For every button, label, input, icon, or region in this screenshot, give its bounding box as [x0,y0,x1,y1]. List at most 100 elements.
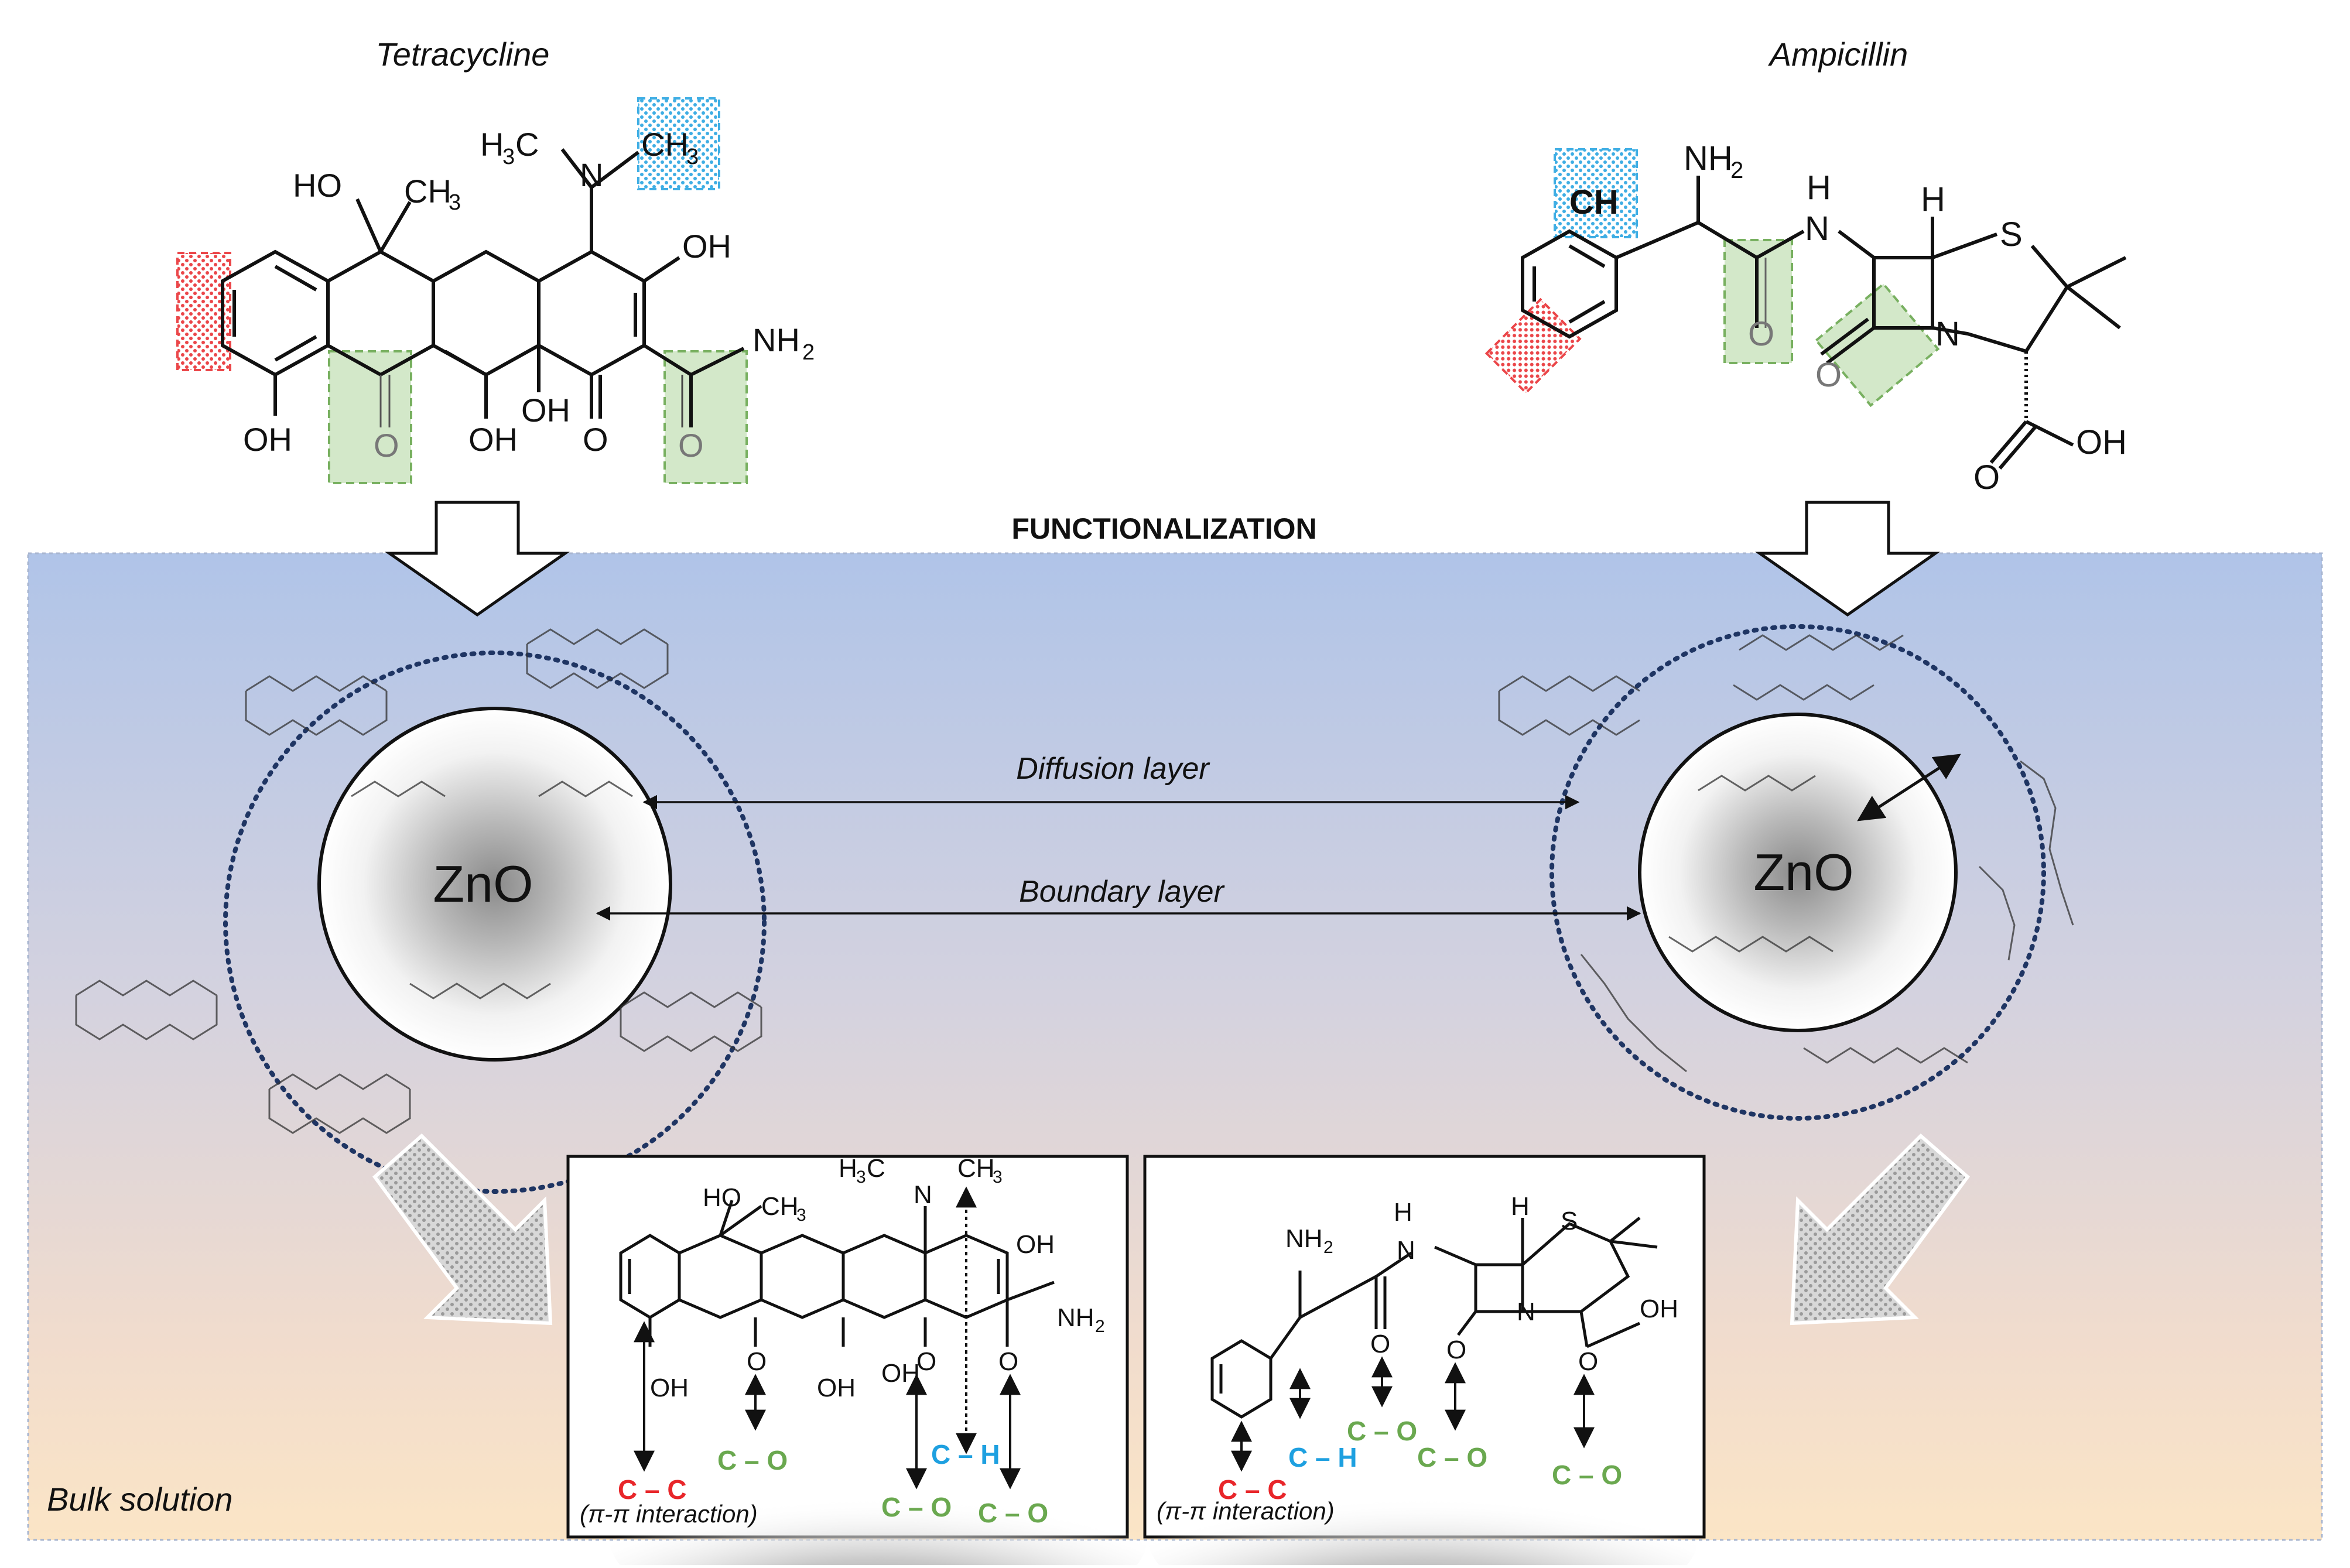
atom-label: OH [650,1374,689,1402]
atom-label: OH [1016,1230,1055,1259]
atom-label: N [1517,1297,1535,1326]
atom-label: CH [404,173,451,210]
atom-label: CH [1569,183,1619,221]
red-highlight-box [1484,297,1582,395]
atom-label: OH [682,228,731,265]
green-highlight-box [663,350,748,484]
tetracycline-structure [176,97,748,484]
cc-interaction-label: C – C [618,1474,687,1505]
co-interaction-label: C – O [1347,1416,1417,1446]
blue-highlight-box [1554,148,1638,238]
diffusion-arrow-small [1857,754,1961,821]
atom-label: HO [703,1183,741,1212]
atom-label: OH [1640,1295,1678,1323]
atom-subscript: 3 [856,1168,866,1187]
atom-label: O [916,1347,936,1376]
blue-highlight-box [637,97,720,190]
atom-subscript: 2 [1323,1238,1333,1257]
atom-label: O [583,421,608,458]
zno-particle-left [317,707,672,1062]
atom-label: O [747,1347,767,1376]
ch-interaction-label: C – H [1288,1442,1357,1473]
zno-label-right: ZnO [1753,843,1853,901]
green-highlight-box [328,350,412,484]
co-interaction-label: C – O [1417,1442,1487,1473]
ch-interaction-label: C – H [931,1439,1000,1470]
atom-label: H [1394,1198,1412,1227]
atom-label: H [480,126,504,163]
atom-label: OH [243,421,292,458]
atom-label: S [2000,215,2023,254]
atom-label: NH [1057,1303,1094,1332]
atom-label: NH [752,321,800,358]
atom-label: S [1561,1207,1578,1235]
atom-subscript: 3 [686,145,699,169]
tetracycline-title: Tetracycline [376,36,550,73]
atom-label: NH [1285,1224,1323,1253]
atom-label: O [1748,315,1774,353]
atom-label: O [1578,1347,1598,1376]
grey-arrow-left [372,1133,553,1326]
atom-subscript: 3 [796,1206,806,1225]
atom-label: OH [881,1359,920,1388]
diffusion-layer-label: Diffusion layer [1016,752,1210,786]
atom-subscript: 3 [502,145,515,169]
atom-label: O [1973,458,2000,497]
atom-label: N [914,1180,932,1209]
atom-label: C [867,1154,885,1183]
pi-interaction-label: (π-π interaction) [580,1500,758,1528]
functionalization-label: FUNCTIONALIZATION [1011,512,1316,545]
atom-label: OH [521,392,570,429]
diffusion-layer-circle-left [223,651,767,1194]
atom-label: N [1397,1236,1415,1265]
zno-label-left: ZnO [433,855,533,913]
atom-label: CH [641,126,689,163]
atom-subscript: 2 [802,340,815,365]
atom-label: O [374,427,399,464]
adsorbed-tetracycline-sketches [75,628,762,1134]
ampicillin-structure [1484,148,2127,470]
co-interaction-label: C – O [717,1445,788,1475]
atom-subscript: 2 [1730,158,1743,183]
adsorbed-ampicillin-sketches [1498,634,2074,1073]
inset-ampicillin: NH 2 H N H S N OH O O O C – C C – H C – … [1143,1155,1706,1568]
cc-interaction-label: C – C [1218,1474,1287,1505]
atom-label: O [1815,356,1842,394]
ampicillin-atom-labels: NH 2 H N H S CH O O N OH O [1569,139,2127,497]
inset-tetracycline: HO CH 3 H 3 C N CH 3 OH NH 2 OH OH OH O … [566,1154,1148,1568]
atom-subscript: 2 [1095,1317,1105,1336]
co-interaction-label: C – O [1552,1460,1622,1490]
surface-shading-right [1148,1437,1698,1568]
atom-label: H [1921,180,1945,218]
diffusion-layer-circle-right [1549,624,2046,1121]
atom-label: H [1807,169,1831,207]
co-interaction-label: C – O [881,1492,952,1522]
atom-label: O [1446,1336,1466,1364]
atom-label: CH [957,1154,995,1183]
atom-label: HO [293,167,342,204]
green-highlight-box [1814,282,1940,408]
bulk-solution-label: Bulk solution [47,1481,233,1518]
atom-label: O [678,427,704,464]
atom-label: N [1805,210,1829,248]
atom-label: OH [468,421,518,458]
atom-label: CH [761,1192,799,1221]
atom-label: OH [817,1374,856,1402]
functionalization-arrow-right [1755,501,1940,617]
pi-interaction-label: (π-π interaction) [1157,1497,1335,1525]
atom-label: OH [2076,423,2127,461]
ampicillin-title: Ampicillin [1768,36,1908,73]
co-interaction-label: C – O [978,1498,1048,1528]
atom-label: H [839,1154,857,1183]
grey-arrow-right [1790,1133,1971,1326]
atom-label: C [515,126,539,163]
atom-label: N [580,156,603,193]
atom-label: N [1935,315,1960,353]
tetracycline-atom-labels: HO CH 3 H 3 C N CH 3 OH NH 2 OH OH OH O … [243,126,815,464]
functionalization-arrow-left [385,501,570,617]
atom-label: O [998,1347,1018,1376]
boundary-layer-label: Boundary layer [1019,875,1225,909]
atom-label: NH [1684,139,1733,177]
